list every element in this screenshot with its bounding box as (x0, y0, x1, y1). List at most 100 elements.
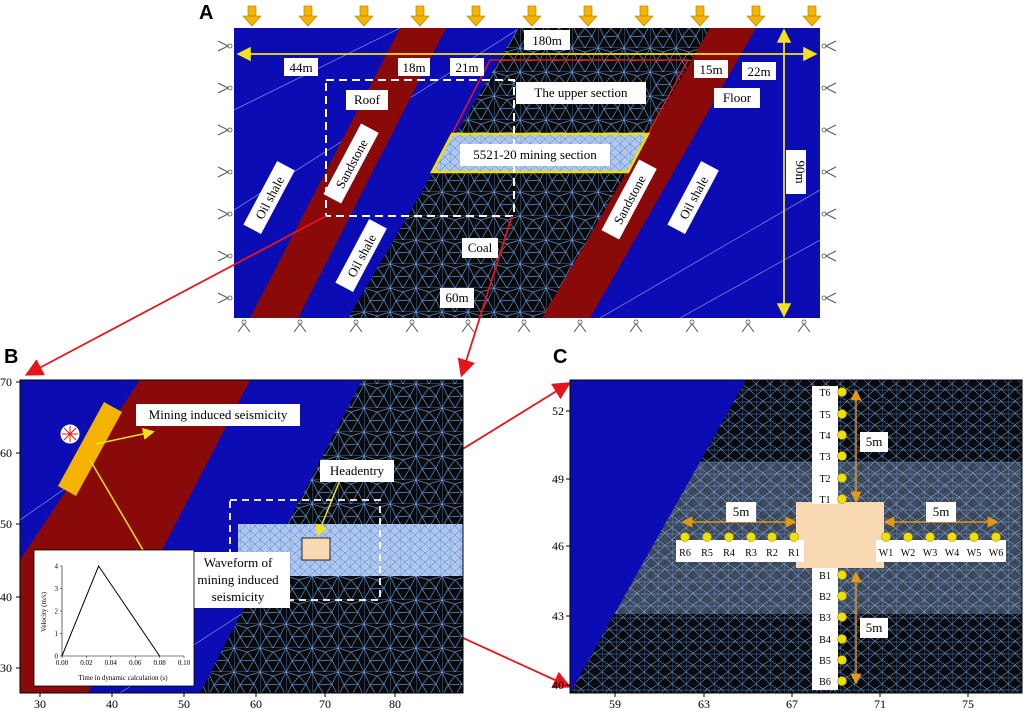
dim-box-bottom (860, 618, 888, 638)
label-coal: Coal (468, 240, 493, 255)
zoom-box-a (325, 79, 515, 217)
roller-support-icon (217, 166, 233, 178)
leader-waveform (89, 459, 152, 565)
b-y-tick-label: 50 (0, 517, 12, 531)
panel-c-letter: C (553, 346, 567, 368)
dim-box-top (860, 432, 888, 452)
monitoring-point-marker (746, 532, 756, 542)
roller-support-icon (821, 82, 837, 94)
inset-xlabel: Time in dynamic calculation (s) (78, 674, 168, 682)
monitoring-point-marker (702, 532, 712, 542)
b-x-tick-label: 50 (178, 697, 190, 711)
c-y-tick-label: 40 (552, 678, 564, 692)
label-waveform-2: mining induced (197, 572, 279, 587)
inset-y-tick-label: 2 (55, 608, 59, 616)
supports-right (821, 40, 837, 304)
dim-box-left-offset (284, 58, 318, 76)
monitoring-point-marker (969, 532, 979, 542)
c-y-tick-label: 52 (552, 404, 564, 418)
c-y-tick-label: 49 (552, 472, 564, 486)
dim-box-right (926, 502, 956, 522)
monitoring-point-marker (837, 430, 847, 440)
monitoring-point-label: R6 (679, 548, 691, 559)
panel-b: B Mining induced seismicity Headentry W (0, 346, 464, 711)
roller-support-icon (217, 124, 233, 136)
monitoring-point-marker (837, 409, 847, 419)
monitoring-point-marker (837, 634, 847, 644)
roller-support-icon (685, 319, 699, 333)
label-roof: Roof (354, 92, 381, 107)
roller-support-icon (293, 319, 307, 333)
c-x-tick-label: 63 (698, 697, 710, 711)
inset-ylabel: Velocity (m/s) (40, 591, 48, 632)
connector-arrow-a-to-b-right (457, 215, 513, 378)
label-column-bottom (812, 568, 838, 690)
label-seismicity: Mining induced seismicity (149, 407, 288, 422)
dim-sandstone-right: 15m (699, 62, 722, 77)
monitoring-point-label: B2 (819, 592, 831, 603)
label-box-headentry (320, 460, 394, 482)
panel-a-letter: A (199, 2, 213, 24)
roller-support-icon (797, 319, 811, 333)
supports-left (217, 40, 233, 304)
monitoring-point-label: B6 (819, 677, 831, 688)
roller-support-icon (821, 208, 837, 220)
roller-support-icon (217, 292, 233, 304)
monitoring-point-marker (837, 591, 847, 601)
monitoring-point-label: W6 (989, 548, 1003, 559)
seismic-source (58, 402, 122, 496)
label-box-floor (714, 88, 760, 108)
dim-box-gap-left (450, 58, 484, 76)
monitoring-point-label: W1 (879, 548, 893, 559)
monitoring-point-marker (789, 532, 799, 542)
label-row-left (676, 540, 804, 562)
roller-support-icon (821, 124, 837, 136)
load-arrow-icon (410, 5, 430, 27)
monitoring-point-label: B4 (819, 635, 831, 646)
monitoring-point-label: R4 (723, 548, 735, 559)
panel-a: A 180m 90m (199, 2, 837, 333)
b-x-tick-label: 60 (250, 697, 262, 711)
supports-bottom (237, 319, 811, 333)
leader-seismicity (95, 428, 155, 445)
roller-support-icon (573, 319, 587, 333)
monitoring-point-marker (680, 532, 690, 542)
headentry-roadway (301, 537, 331, 561)
b-y-tick-label: 70 (0, 375, 12, 389)
load-arrow-icon (690, 5, 710, 27)
load-arrow-icon (354, 5, 374, 27)
load-arrow-icon (802, 5, 822, 27)
b-x-tick-label: 80 (389, 697, 401, 711)
inset-waveform-line (61, 564, 161, 657)
dim-height: 90m (793, 160, 808, 183)
seismic-source-burst (62, 426, 78, 442)
dim-right-offset: 22m (747, 64, 770, 79)
panel-b-frame (19, 379, 464, 694)
zoom-box-b (229, 499, 381, 601)
load-arrow-icon (466, 5, 486, 27)
monitoring-point-label: R3 (745, 548, 757, 559)
c-y-tick-label: 43 (552, 609, 564, 623)
load-arrows (242, 5, 822, 27)
monitoring-point-marker (881, 532, 891, 542)
leader-headentry (315, 479, 341, 537)
load-arrow-icon (578, 5, 598, 27)
label-box-waveform (186, 552, 290, 608)
roller-support-icon (217, 208, 233, 220)
dim-box-right-offset (742, 62, 776, 80)
roller-support-icon (217, 82, 233, 94)
roller-support-icon (741, 319, 755, 333)
roller-support-icon (461, 319, 475, 333)
inset-frame (33, 549, 195, 687)
dim-box-sandstone-right (694, 60, 728, 78)
roller-support-icon (405, 319, 419, 333)
c-x-tick-label: 67 (786, 697, 798, 711)
label-column-top (812, 386, 838, 504)
label-box-bottom-width (440, 288, 474, 308)
load-arrow-icon (746, 5, 766, 27)
c-y-tick-label: 46 (552, 539, 564, 553)
monitoring-point-label: W3 (923, 548, 937, 559)
